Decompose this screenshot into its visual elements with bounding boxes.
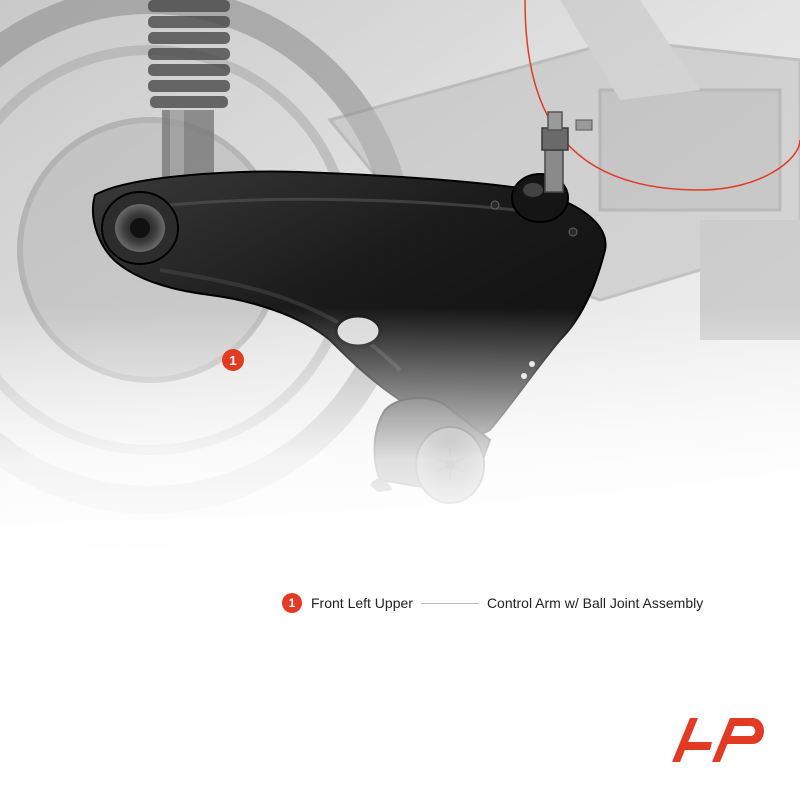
logo-stem <box>712 718 738 762</box>
logo-slash <box>672 718 698 762</box>
legend-position: Front Left Upper <box>311 595 413 611</box>
part-legend: 1 Front Left Upper Control Arm w/ Ball J… <box>282 592 703 614</box>
legend-divider-line <box>420 602 479 604</box>
part-callout-number: 1 <box>229 352 237 368</box>
legend-number: 1 <box>288 596 296 610</box>
legend-number-badge: 1 <box>282 593 302 613</box>
logo-bar <box>680 742 712 750</box>
product-photo <box>0 0 800 560</box>
front-bushing <box>101 191 179 265</box>
logo-bowl <box>726 718 764 744</box>
a-premium-logo-icon <box>672 718 764 762</box>
part-callout-badge: 1 <box>222 349 244 371</box>
legend-part-name: Control Arm w/ Ball Joint Assembly <box>486 595 704 611</box>
